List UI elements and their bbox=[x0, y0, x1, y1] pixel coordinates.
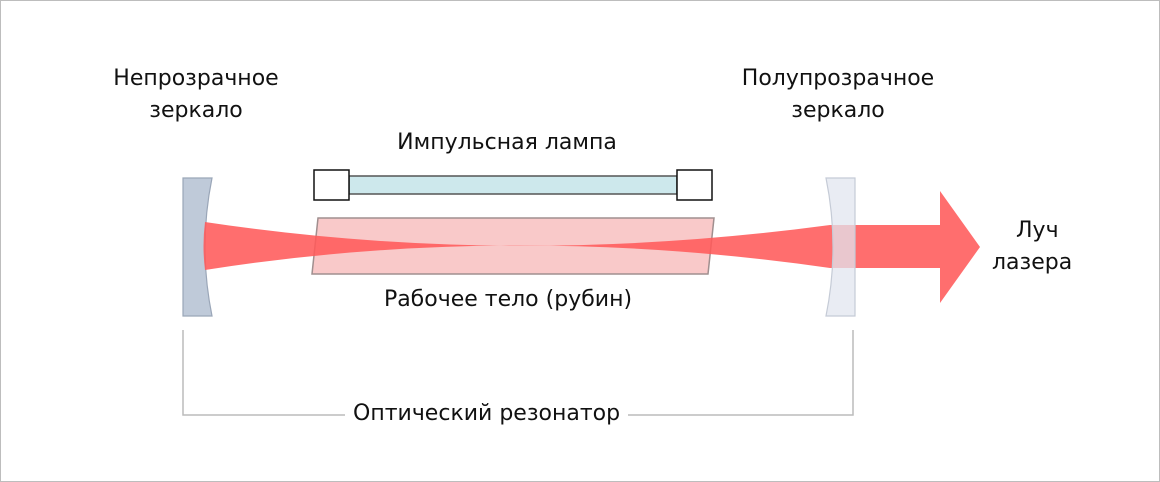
optical-resonator-label: Оптический резонатор bbox=[345, 398, 629, 430]
semi-transparent-mirror bbox=[825, 177, 856, 317]
flash-lamp-left-cap bbox=[313, 169, 350, 201]
laser-beam-label: Луч лазера bbox=[992, 218, 1073, 275]
flash-lamp-label: Импульсная лампа bbox=[397, 130, 617, 155]
laser-beam bbox=[203, 191, 980, 303]
active-medium-label: Рабочее тело (рубин) bbox=[383, 287, 633, 312]
flash-lamp-right-cap bbox=[676, 169, 713, 201]
semi-mirror-label: Полупрозрачное зеркало bbox=[741, 66, 935, 123]
opaque-mirror-label: Непрозрачное зеркало bbox=[113, 66, 279, 123]
flash-lamp-tube bbox=[348, 175, 678, 195]
